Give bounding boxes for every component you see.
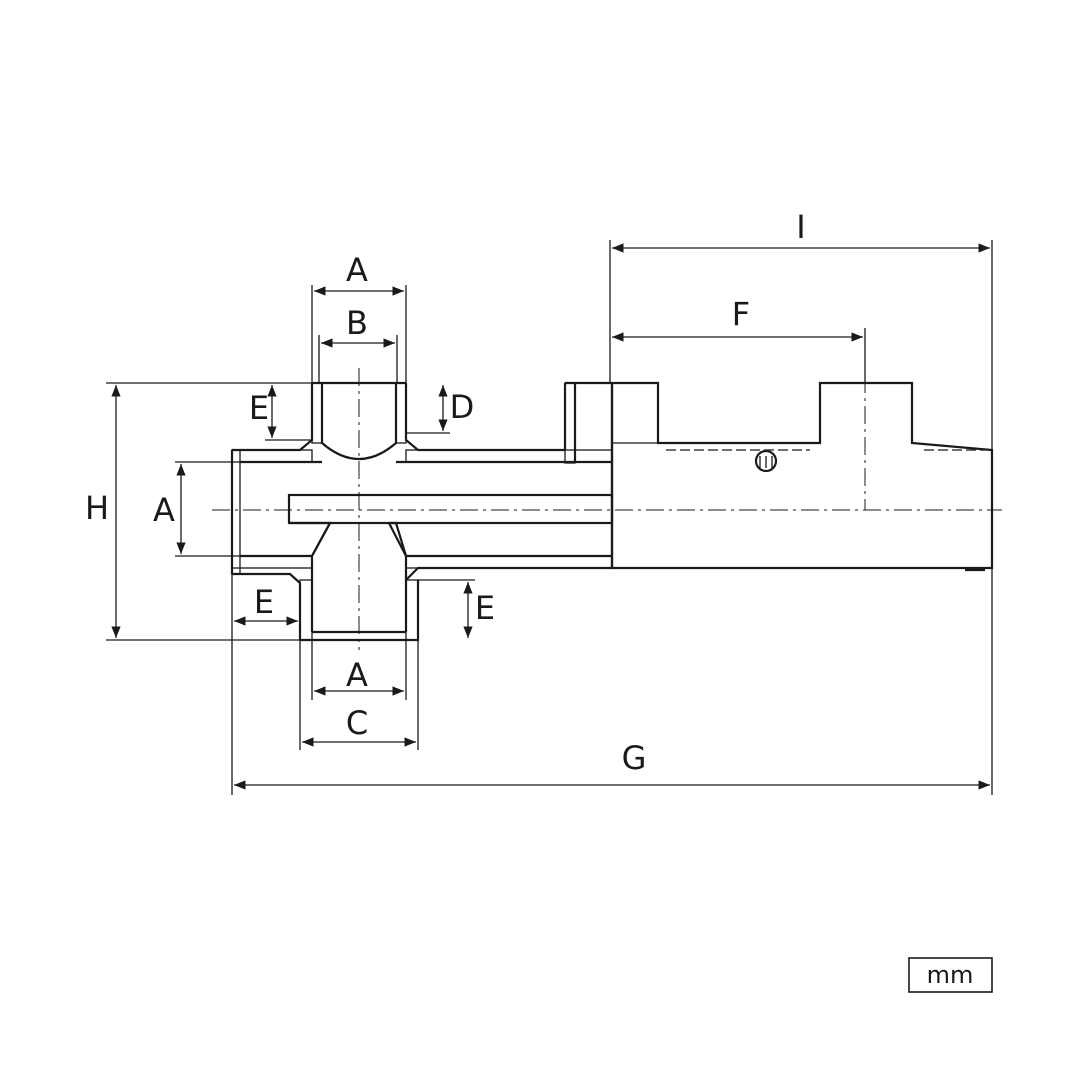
dim-label-a-bottom: A xyxy=(346,656,368,694)
dim-label-h: H xyxy=(85,489,109,527)
dim-label-g: G xyxy=(622,739,647,777)
dim-label-f: F xyxy=(732,295,750,333)
dim-label-a-top: A xyxy=(346,251,368,289)
dim-label-b: B xyxy=(346,304,368,342)
unit-box: mm xyxy=(908,957,993,993)
dimension-labels: I F A B E D H A E E A C G xyxy=(85,208,806,777)
dim-label-e-top: E xyxy=(249,389,269,427)
dim-label-i: I xyxy=(796,208,805,246)
sectioned-body xyxy=(230,381,614,642)
dim-label-e-right: E xyxy=(475,589,495,627)
dim-label-c: C xyxy=(346,704,368,742)
unit-label: mm xyxy=(927,961,974,989)
dim-label-a-left: A xyxy=(153,491,175,529)
screw-icon xyxy=(754,449,778,473)
dimension-lines xyxy=(111,243,990,790)
extension-lines xyxy=(106,240,993,795)
dim-label-e-left: E xyxy=(254,583,274,621)
dim-label-d: D xyxy=(450,388,475,426)
valve-exterior xyxy=(610,381,994,572)
center-lines xyxy=(212,368,1002,650)
